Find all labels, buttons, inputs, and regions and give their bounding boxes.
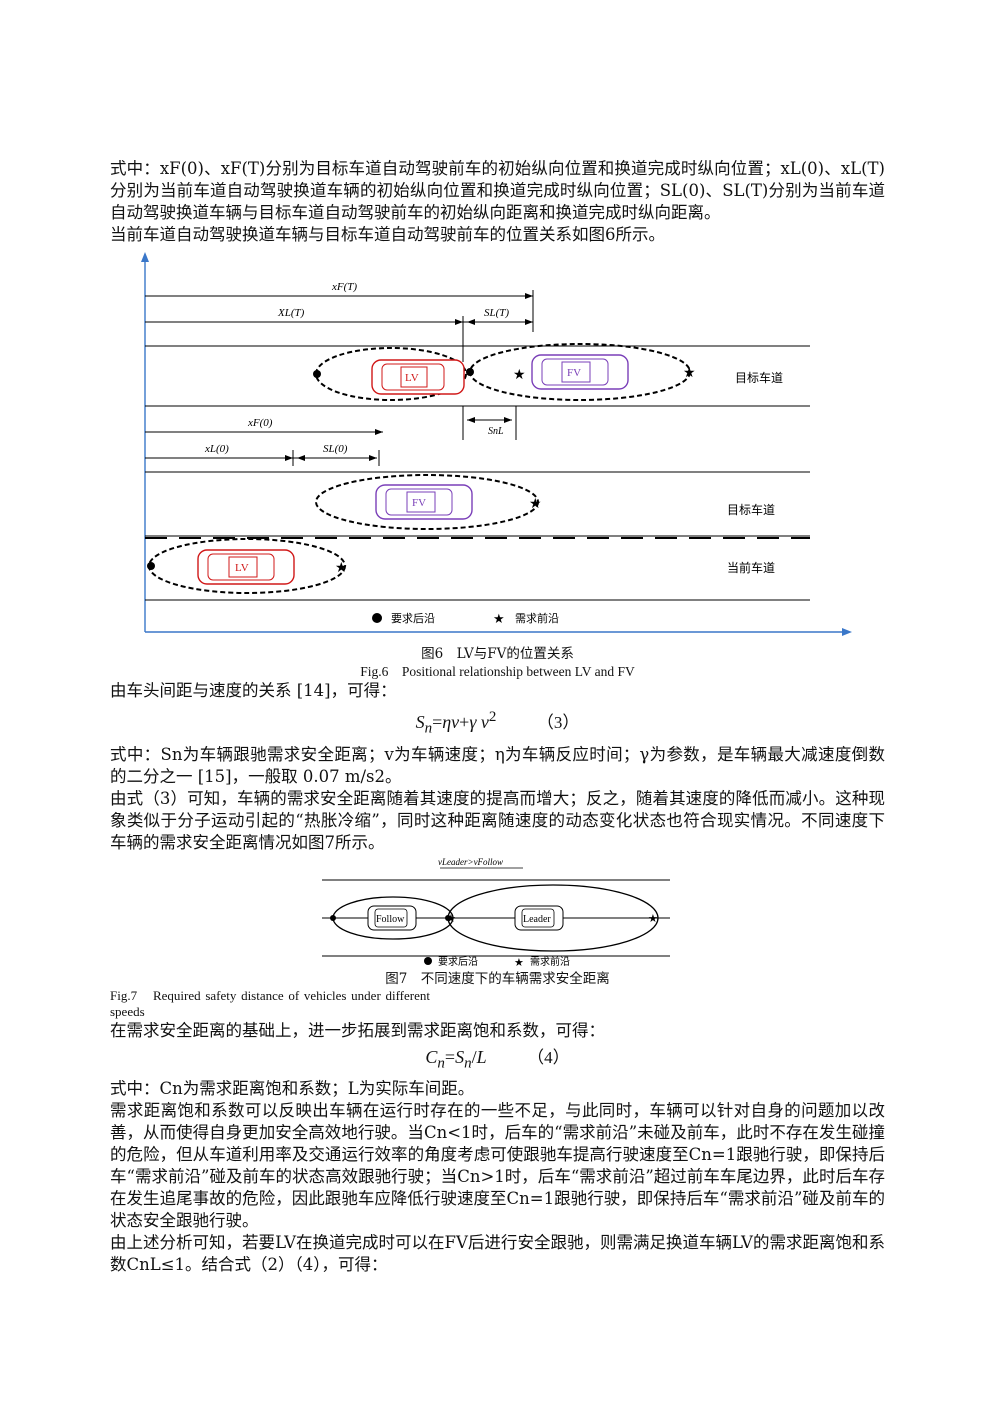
paragraph-figure6-intro: 当前车道自动驾驶换道车辆与目标车道自动驾驶前车的位置关系如图6所示。 (110, 224, 885, 246)
paragraph-p6: 在需求安全距离的基础上，进一步拓展到需求距离饱和系数，可得： (110, 1020, 605, 1040)
label-SL-T: SL(T) (484, 307, 509, 319)
legend-front: 需求前沿 (515, 611, 559, 625)
label-SL-0: SL(0) (323, 443, 348, 455)
paragraph-headway: 由车头间距与速度的关系 [14]，可得： (110, 680, 885, 702)
equation-4: Cn=Sn/L （4） (425, 1046, 570, 1072)
car-follow-label: Follow (376, 914, 405, 925)
svg-text:★: ★ (514, 957, 524, 966)
car-leader: Leader (514, 905, 564, 931)
label-xF-T: xF(T) (331, 281, 357, 293)
legend-rear: 要求后沿 (391, 612, 435, 625)
car-lv-upper-label: LV (405, 372, 419, 384)
equation-3-number: （3） (536, 713, 580, 732)
paragraph-analysis: 由式（3）可知，车辆的需求安全距离随着其速度的提高而增大；反之，随着其速度的降低… (110, 788, 885, 854)
car-follow: Follow (367, 905, 417, 931)
paragraph-p5: 由式（3）可知，车辆的需求安全距离随着其速度的提高而增大；反之，随着其速度的降低… (110, 788, 885, 852)
paragraph-conclusion: 由上述分析可知，若要LV在换道完成时可以在FV后进行安全跟驰，则需满足换道车辆L… (110, 1232, 885, 1276)
paragraph-p4: 式中：Sn为车辆跟驰需求安全距离；v为车辆速度；η为车辆反应时间；γ为参数，是车… (110, 744, 885, 786)
label-XL-T: XL(T) (277, 307, 305, 319)
paragraph-variable-definitions: 式中：xF(0)、xF(T)分别为目标车道自动驾驶前车的初始纵向位置和换道完成时… (110, 158, 885, 224)
equation-3: Sn=ηv+γ v2 （3） (415, 709, 580, 737)
paragraph-p8: 需求距离饱和系数可以反映出车辆在运行时存在的一些不足，与此同时，车辆可以针对自身… (110, 1101, 885, 1231)
paragraph-p2: 当前车道自动驾驶换道车辆与目标车道自动驾驶前车的位置关系如图6所示。 (110, 225, 665, 244)
svg-text:★: ★ (683, 366, 696, 381)
figure6-caption-en: Fig.6 Positional relationship between LV… (360, 664, 635, 679)
fig7-top-label: vLeader>vFollow (438, 857, 503, 867)
car-lv-lower-label: LV (235, 562, 249, 574)
paragraph-p1: 式中：xF(0)、xF(T)分别为目标车道自动驾驶前车的初始纵向位置和换道完成时… (110, 159, 885, 222)
figure7-caption-cn: 图7 不同速度下的车辆需求安全距离 (385, 970, 610, 987)
svg-text:★: ★ (446, 913, 456, 925)
fig7-legend-front: 需求前沿 (530, 955, 570, 966)
figure6-diagram: xF(T) XL(T) SL(T) LV ★ FV ★ 目标车道 (141, 252, 852, 636)
svg-text:★: ★ (529, 497, 542, 512)
car-fv-lower: FV (375, 484, 473, 520)
svg-text:★: ★ (648, 913, 658, 925)
car-fv-upper: FV (531, 354, 629, 390)
paper-page: 式中：xF(0)、xF(T)分别为目标车道自动驾驶前车的初始纵向位置和换道完成时… (110, 158, 885, 1276)
fig7-legend-rear: 要求后沿 (438, 956, 478, 966)
paragraph-p3: 由车头间距与速度的关系 [14]，可得： (110, 681, 397, 700)
lane-target-top: 目标车道 (735, 370, 783, 385)
figure7-diagram: vLeader>vFollow Follow Leader ★ ★ 要求后沿 ★… (322, 857, 670, 966)
equation-4-number: （4） (527, 1047, 570, 1067)
paragraph-p9: 由上述分析可知，若要LV在换道完成时可以在FV后进行安全跟驰，则需满足换道车辆L… (110, 1233, 885, 1275)
paragraph-saturation-discussion: 需求距离饱和系数可以反映出车辆在运行时存在的一些不足，与此同时，车辆可以针对自身… (110, 1100, 885, 1232)
car-lv-lower: LV (197, 549, 295, 585)
figure6-caption-cn: 图6 LV与FV的位置关系 (421, 646, 574, 662)
car-leader-label: Leader (523, 914, 551, 925)
car-fv-lower-label: FV (412, 497, 426, 509)
car-fv-upper-label: FV (567, 367, 581, 379)
label-SnL: SnL (488, 426, 504, 437)
lane-current: 当前车道 (727, 560, 775, 575)
svg-text:★: ★ (335, 561, 348, 576)
svg-text:★: ★ (493, 611, 505, 626)
svg-text:★: ★ (513, 368, 526, 383)
car-lv-upper: LV (371, 359, 465, 395)
label-xF-0: xF(0) (247, 417, 273, 429)
paragraph-saturation-intro: 在需求安全距离的基础上，进一步拓展到需求距离饱和系数，可得： (110, 1020, 885, 1042)
paragraph-p7: 式中：Cn为需求距离饱和系数；L为实际车间距。 (110, 1079, 475, 1099)
paragraph-eq4-definitions: 式中：Cn为需求距离饱和系数；L为实际车间距。 (110, 1078, 885, 1100)
label-xL-0: xL(0) (204, 443, 229, 455)
paragraph-eq3-definitions: 式中：Sn为车辆跟驰需求安全距离；v为车辆速度；η为车辆反应时间；γ为参数，是车… (110, 744, 885, 788)
lane-target-bottom: 目标车道 (727, 502, 775, 517)
figure7-caption-en: Fig.7 Required safety distance of vehicl… (110, 987, 430, 1019)
